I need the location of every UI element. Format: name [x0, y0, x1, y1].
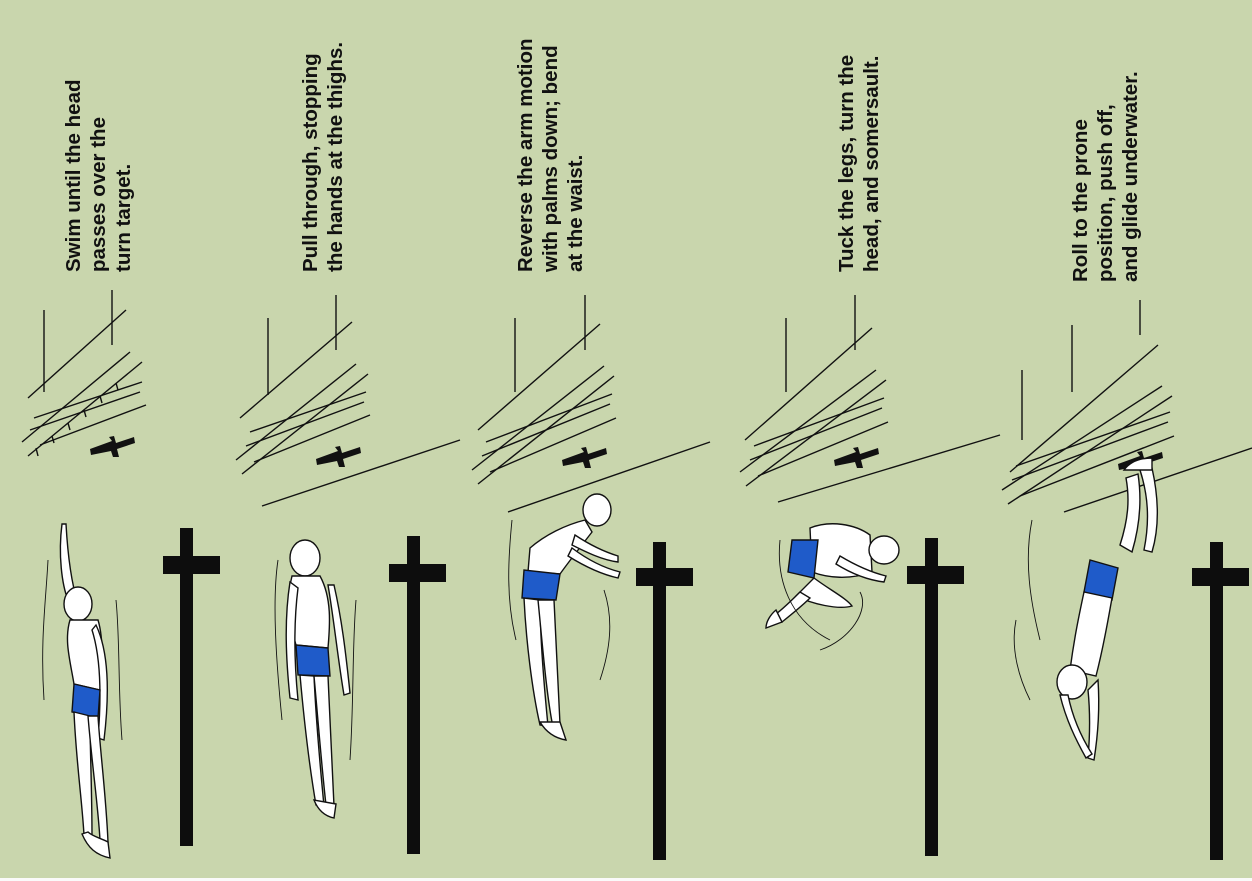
step-2-caption: Pull through, stopping the hands at the … — [298, 42, 348, 272]
caption-line: the hands at the thighs. — [324, 42, 347, 272]
step-4-caption: Tuck the legs, turn the head, and somers… — [834, 55, 884, 272]
caption-line: Swim until the head — [62, 80, 85, 273]
step-3-caption: Reverse the arm motion with palms down; … — [513, 38, 588, 272]
caption-line: Reverse the arm motion — [514, 38, 537, 272]
caption-line: at the waist. — [564, 155, 587, 272]
caption-line: position, push off, — [1094, 104, 1117, 282]
caption-line: and glide underwater. — [1119, 71, 1142, 282]
caption-line: turn target. — [112, 164, 135, 272]
step-1-caption: Swim until the head passes over the turn… — [61, 80, 136, 273]
caption-line: passes over the — [87, 117, 110, 272]
caption-line: Tuck the legs, turn the — [835, 55, 858, 272]
caption-line: with palms down; bend — [539, 45, 562, 272]
caption-line: Roll to the prone — [1069, 119, 1092, 282]
step-5-caption: Roll to the prone position, push off, an… — [1068, 71, 1143, 282]
caption-line: head, and somersault. — [860, 56, 883, 272]
caption-line: Pull through, stopping — [299, 53, 322, 272]
